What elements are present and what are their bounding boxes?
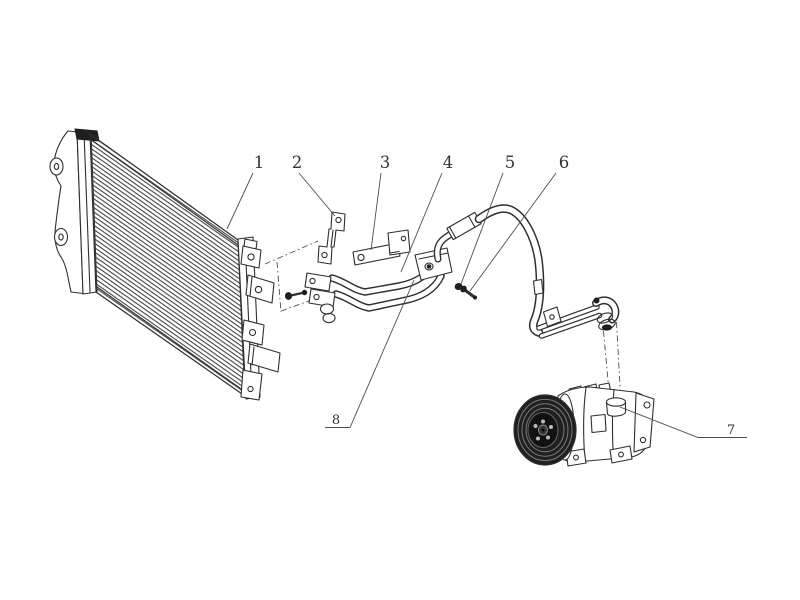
clamp-hole xyxy=(248,328,257,337)
fitting-hole xyxy=(247,253,255,261)
elbow-nut xyxy=(596,312,614,324)
pipe-clamp xyxy=(542,306,562,328)
leader-line-7 xyxy=(619,406,747,438)
condenser-bottom-header-line xyxy=(96,286,245,392)
bracket-hole xyxy=(321,251,328,259)
leader-line-5 xyxy=(460,172,504,285)
leader-line-1 xyxy=(226,172,254,230)
leader-lines xyxy=(226,172,747,438)
pipe-flange-lower xyxy=(308,288,336,308)
compressor-pulley xyxy=(513,394,577,466)
leader-line-3 xyxy=(370,172,382,251)
flange-bolt-drawing xyxy=(285,289,308,300)
callout-3: 3 xyxy=(380,153,391,172)
leader-line-8 xyxy=(325,279,415,428)
callout-1: 1 xyxy=(254,153,265,172)
compressor-label-plate xyxy=(590,413,607,434)
leader-line-2 xyxy=(298,172,336,217)
leader-line-6 xyxy=(469,172,557,292)
assembly-projection-lines xyxy=(264,240,321,313)
tank-mid-clamp xyxy=(241,319,265,346)
pipe-bracket-drawing xyxy=(352,229,411,266)
tank-flag-bracket xyxy=(245,274,275,304)
pipe-flange-upper xyxy=(304,272,332,292)
callout-8: 8 xyxy=(332,413,340,428)
callout-2: 2 xyxy=(292,153,303,172)
condenser-drawing xyxy=(49,128,281,401)
refrigerant-pipe-assembly-drawing xyxy=(304,211,482,324)
condenser-top-header-line xyxy=(89,138,239,246)
condenser-fin-core xyxy=(89,132,246,398)
suction-hose-drawing xyxy=(474,204,623,401)
elbow-port xyxy=(602,324,612,331)
callout-6: 6 xyxy=(559,153,570,172)
z-bracket-drawing xyxy=(317,211,346,265)
elbow-bolt xyxy=(593,297,600,304)
compressor-drawing xyxy=(513,382,655,467)
foot-hole xyxy=(247,385,254,393)
bracket-hole xyxy=(357,253,365,262)
callout-7: 7 xyxy=(727,423,735,438)
callout-4: 4 xyxy=(443,153,454,172)
screw-5-drawing xyxy=(454,282,463,291)
hose-crimp-sleeve xyxy=(446,211,482,241)
callout-numbers: 1 2 3 4 5 6 7 8 xyxy=(254,153,735,438)
hose-clip xyxy=(532,278,544,296)
pipe-end-nut xyxy=(319,303,335,315)
pipe-end-cap xyxy=(322,312,336,324)
bracket-hole xyxy=(254,285,263,294)
bracket-boss-upper xyxy=(49,157,64,176)
bolt-hole xyxy=(58,233,64,241)
tank-bottom-foot xyxy=(240,369,263,401)
bracket-boss-lower xyxy=(53,227,69,247)
bracket-hole xyxy=(400,235,407,242)
leader-line-4 xyxy=(400,172,443,273)
bracket-hole xyxy=(335,216,342,224)
tank-lower-tab xyxy=(247,343,281,373)
bolt-hole xyxy=(53,162,60,171)
callout-5: 5 xyxy=(505,153,516,172)
screw-6-drawing xyxy=(460,285,478,300)
compressor-rear-plate xyxy=(633,392,655,453)
